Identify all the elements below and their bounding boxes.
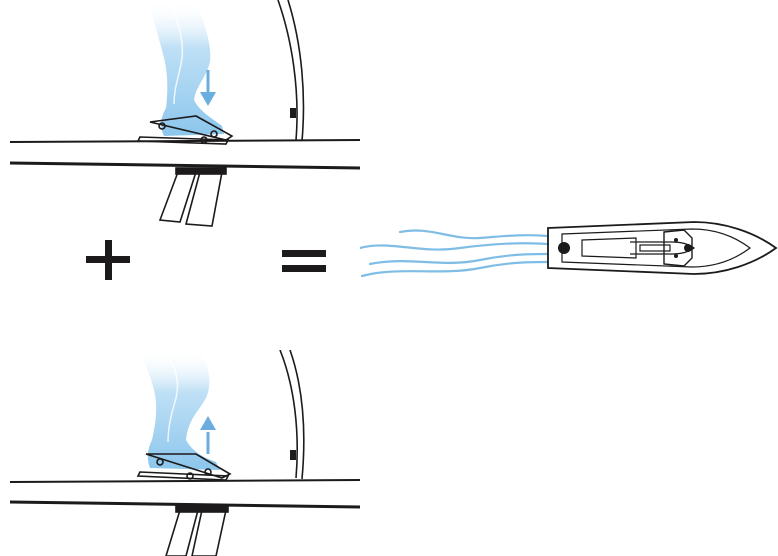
leg-shape — [150, 0, 224, 136]
pedal-release-diagram — [0, 350, 380, 556]
kayak-top-view-icon — [544, 218, 778, 282]
plus-icon — [86, 240, 132, 280]
mast-icon — [277, 0, 305, 142]
down-arrow-icon — [200, 70, 216, 106]
deck-surface — [9, 479, 361, 509]
leg-shape — [140, 350, 220, 470]
pedal-press-diagram — [0, 0, 380, 235]
mast-icon — [279, 350, 305, 480]
equals-icon — [282, 250, 326, 274]
deck-surface — [9, 139, 361, 170]
up-arrow-icon — [200, 416, 216, 454]
fin-icon — [158, 167, 227, 227]
fin-icon — [165, 505, 229, 556]
water-wake-icon — [360, 226, 550, 286]
